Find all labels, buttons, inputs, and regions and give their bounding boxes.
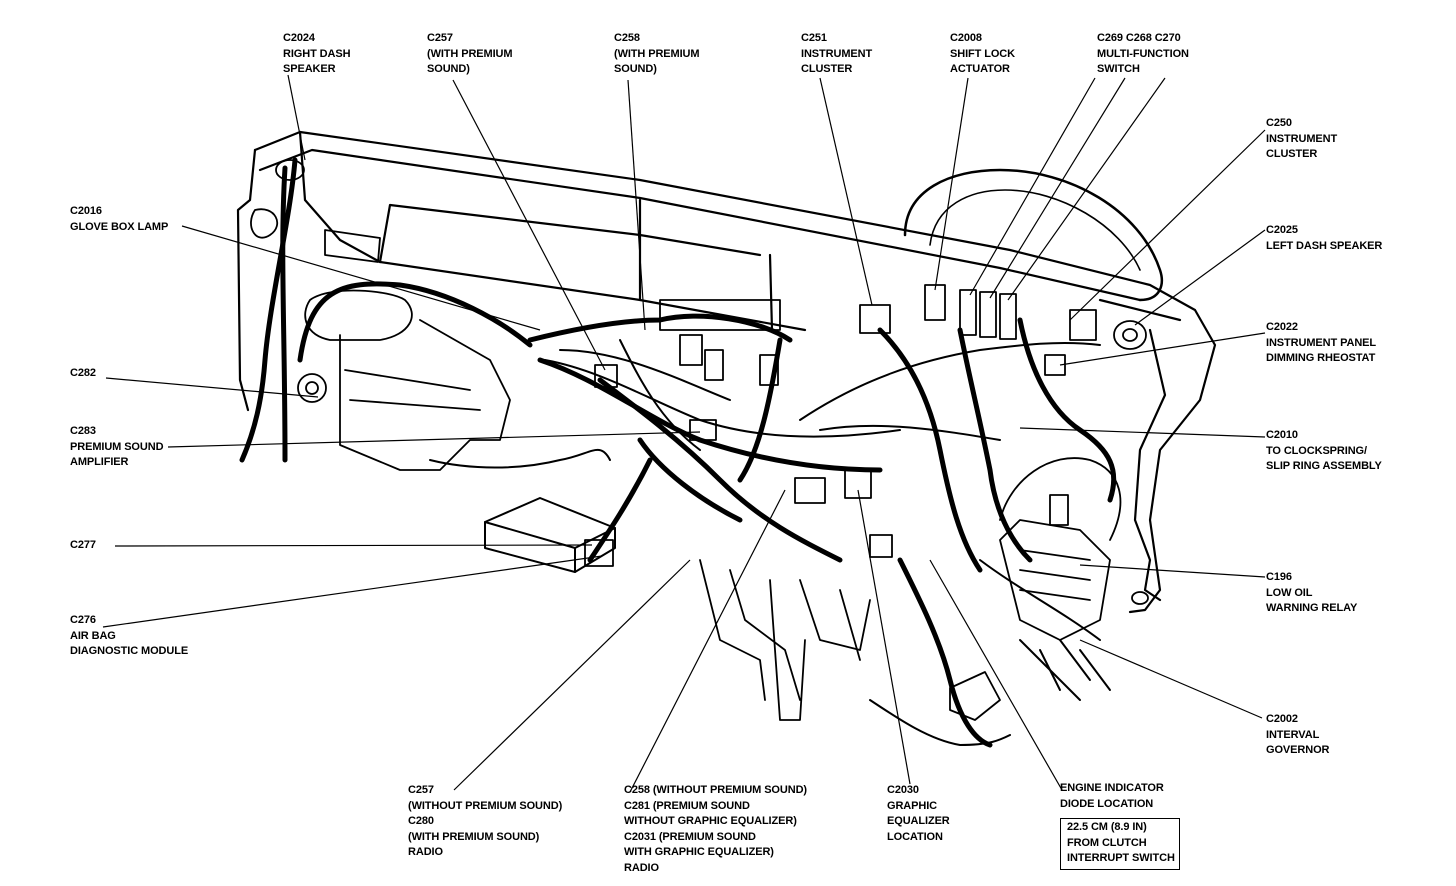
label-c2008: C2008 SHIFT LOCK ACTUATOR xyxy=(950,31,1015,78)
label-c2022: C2022 INSTRUMENT PANEL DIMMING RHEOSTAT xyxy=(1266,320,1376,367)
label-line: C258 (WITHOUT PREMIUM SOUND) xyxy=(624,784,807,796)
label-line: (WITHOUT PREMIUM SOUND) xyxy=(408,799,563,812)
label-line: SOUND) xyxy=(614,63,657,75)
label-line: ENGINE INDICATOR xyxy=(1060,782,1164,794)
label-line: DIAGNOSTIC MODULE xyxy=(70,645,189,657)
label-line: GRAPHIC xyxy=(887,799,938,812)
label-line: FROM CLUTCH xyxy=(1067,836,1147,849)
label-line: SLIP RING ASSEMBLY xyxy=(1266,460,1382,472)
label-line: LEFT DASH SPEAKER xyxy=(1266,239,1383,252)
label-c2016: C2016 GLOVE BOX LAMP xyxy=(70,204,168,235)
label-line: DIODE LOCATION xyxy=(1060,797,1154,810)
label-line: INSTRUMENT PANEL xyxy=(1266,336,1377,349)
label-line: INTERVAL xyxy=(1266,728,1320,741)
connector-blocks xyxy=(584,284,1097,567)
speakers xyxy=(275,159,1149,605)
label-line: (WITH PREMIUM xyxy=(614,47,700,60)
label-line: CLUSTER xyxy=(801,63,853,75)
label-line: C2024 xyxy=(283,32,315,44)
label-line: GOVERNOR xyxy=(1266,744,1330,756)
label-c257-radio: C257 (WITHOUT PREMIUM SOUND) C280 (WITH … xyxy=(408,783,562,861)
label-c258-radio: C258 (WITHOUT PREMIUM SOUND) C281 (PREMI… xyxy=(624,783,807,876)
label-line: C257 xyxy=(408,784,434,796)
label-c282: C282 xyxy=(70,366,96,382)
label-line: 22.5 CM (8.9 IN) xyxy=(1067,821,1147,833)
label-line: WITH GRAPHIC EQUALIZER) xyxy=(624,846,774,858)
label-line: (WITH PREMIUM xyxy=(427,47,513,60)
label-line: CLUSTER xyxy=(1266,148,1318,160)
main-harness xyxy=(239,157,1117,748)
label-line: C276 xyxy=(70,614,96,626)
label-engine-indicator: ENGINE INDICATOR DIODE LOCATION xyxy=(1060,781,1164,812)
label-line: SWITCH xyxy=(1097,63,1140,75)
harness-wires xyxy=(429,339,1111,746)
label-line: C269 C268 C270 xyxy=(1097,32,1181,44)
label-line: SOUND) xyxy=(427,63,470,75)
label-line: (WITH PREMIUM SOUND) xyxy=(408,830,540,843)
label-c2024: C2024 RIGHT DASH SPEAKER xyxy=(283,31,351,78)
label-line: C2030 xyxy=(887,784,919,796)
label-line: INSTRUMENT xyxy=(1266,132,1338,145)
leader-lines xyxy=(102,74,1266,793)
label-line: C2025 xyxy=(1266,224,1298,236)
label-line: RIGHT DASH xyxy=(283,47,351,60)
label-line: LOW OIL xyxy=(1266,586,1313,599)
label-line: GLOVE BOX LAMP xyxy=(70,220,169,233)
label-line: ACTUATOR xyxy=(950,63,1010,75)
instrument-panel-outline xyxy=(236,130,1217,614)
label-c257-premium: C257 (WITH PREMIUM SOUND) xyxy=(427,31,513,78)
label-c250: C250 INSTRUMENT CLUSTER xyxy=(1266,116,1337,163)
label-line: C277 xyxy=(70,539,96,551)
label-line: RADIO xyxy=(624,861,659,874)
label-line: EQUALIZER xyxy=(887,815,950,827)
label-line: C283 xyxy=(70,425,96,437)
label-c269-c268-c270: C269 C268 C270 MULTI-FUNCTION SWITCH xyxy=(1097,31,1189,78)
label-line: C280 xyxy=(408,815,434,827)
label-line: C258 xyxy=(614,32,640,44)
label-line: MULTI-FUNCTION xyxy=(1097,47,1189,60)
label-c2002: C2002 INTERVAL GOVERNOR xyxy=(1266,712,1329,759)
label-c258-premium: C258 (WITH PREMIUM SOUND) xyxy=(614,31,700,78)
label-line: C281 (PREMIUM SOUND xyxy=(624,799,750,812)
label-c196: C196 LOW OIL WARNING RELAY xyxy=(1266,570,1357,617)
label-line: C250 xyxy=(1266,117,1292,129)
label-line: C251 xyxy=(801,32,827,44)
label-line: INSTRUMENT xyxy=(801,47,873,60)
label-line: TO CLOCKSPRING/ xyxy=(1266,444,1367,457)
label-line: C282 xyxy=(70,367,96,379)
label-c2030: C2030 GRAPHIC EQUALIZER LOCATION xyxy=(887,783,950,845)
air-bag-module xyxy=(484,497,616,573)
label-line: DIMMING RHEOSTAT xyxy=(1266,352,1376,364)
label-c2025: C2025 LEFT DASH SPEAKER xyxy=(1266,223,1382,254)
label-line: AMPLIFIER xyxy=(70,456,129,468)
label-line: C2010 xyxy=(1266,429,1298,441)
label-line: C2022 xyxy=(1266,321,1298,333)
label-line: LOCATION xyxy=(887,830,943,843)
lower-brackets xyxy=(699,457,1122,721)
label-line: C2002 xyxy=(1266,713,1298,725)
label-line: SHIFT LOCK xyxy=(950,47,1015,60)
label-line: INTERRUPT SWITCH xyxy=(1067,852,1175,864)
label-line: WARNING RELAY xyxy=(1266,602,1358,614)
label-line: PREMIUM SOUND xyxy=(70,440,164,453)
label-line: AIR BAG xyxy=(70,629,116,642)
glove-box-duct xyxy=(250,208,511,471)
label-c283: C283 PREMIUM SOUND AMPLIFIER xyxy=(70,424,164,471)
clutch-distance-note: 22.5 CM (8.9 IN) FROM CLUTCH INTERRUPT S… xyxy=(1060,818,1180,870)
label-line: RADIO xyxy=(408,846,443,858)
label-line: C2031 (PREMIUM SOUND xyxy=(624,830,756,843)
label-c251: C251 INSTRUMENT CLUSTER xyxy=(801,31,872,78)
label-c276: C276 AIR BAG DIAGNOSTIC MODULE xyxy=(70,613,188,660)
label-line: C196 xyxy=(1266,571,1292,583)
label-line: C2016 xyxy=(70,205,102,217)
label-line: C257 xyxy=(427,32,453,44)
label-line: WITHOUT GRAPHIC EQUALIZER) xyxy=(624,815,797,827)
label-c277: C277 xyxy=(70,538,96,554)
label-c2010: C2010 TO CLOCKSPRING/ SLIP RING ASSEMBLY xyxy=(1266,428,1382,475)
label-line: SPEAKER xyxy=(283,63,336,75)
label-line: C2008 xyxy=(950,32,982,44)
